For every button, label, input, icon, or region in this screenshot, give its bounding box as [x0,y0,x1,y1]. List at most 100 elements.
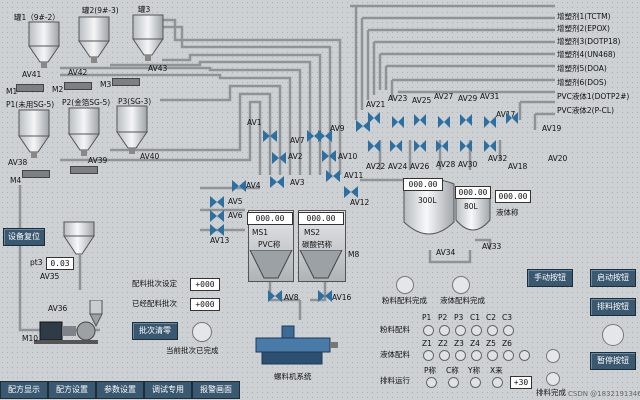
powder-lamp-p1 [423,325,434,336]
silo-p1-label: P1(未用SG-5) [6,100,55,109]
valve-av32-label: AV32 [488,154,508,163]
valve-av13[interactable] [210,224,224,236]
liquid-scale-value: 000.00 [495,190,531,203]
valve-av20-label: AV20 [548,154,568,163]
liquid-valve-row [368,110,548,132]
discharge-running-label: 排料运行 [380,376,410,385]
valve-av3-label: AV3 [290,178,305,187]
caco3-scale-value: 000.00 [298,212,344,225]
plasticizer-2-label: 增塑剂2(EPOX) [557,24,610,33]
ms2-label: MS2 [304,228,321,237]
nav-recipe-settings[interactable]: 配方设置 [48,381,96,399]
valve-av2[interactable] [272,152,286,164]
scale-hoppers [249,250,343,279]
plasticizer-3-label: 增塑剂3(DOTP18) [557,37,621,46]
valve-av7-label: AV7 [290,136,305,145]
batch-clear-button[interactable]: 批次清零 [132,322,178,340]
liquid-col-z4: Z4 [470,339,480,348]
powder-done-indicator [396,276,414,294]
pvc-scale-value: 000.00 [247,212,293,225]
liquid-scale-label: 液体称 [496,208,519,217]
valve-av12-label: AV12 [350,198,370,207]
valve-av40-label: AV40 [140,152,160,161]
nav-debug[interactable]: 调试专用 [144,381,192,399]
screw-conveyor-1 [16,84,44,92]
powder-lamp-p3 [455,325,466,336]
valve-av12[interactable] [344,186,358,198]
motor-m1-label: M1 [6,87,18,96]
plasticizer-7-label: PVC液体1(DOTP2#) [557,92,630,101]
valve-av9[interactable] [318,130,332,142]
discharge-value[interactable]: +30 [510,376,532,389]
motor-m3-label: M3 [100,80,112,89]
powder-col-c3: C3 [502,313,513,322]
manual-button[interactable]: 手动按钮 [527,269,573,287]
plasticizer-6-label: 增塑剂6(DOS) [557,78,607,87]
valve-av4[interactable] [232,180,246,192]
powder-col-c2: C2 [486,313,497,322]
valve-av39-label: AV39 [88,156,108,165]
plasticizer-4-label: 增塑剂4(UN468) [557,50,616,59]
discharge-lamp-p [426,377,437,388]
powder-col-p2: P2 [438,313,448,322]
vacuum-pump-assembly [34,321,98,344]
powder-col-p1: P1 [422,313,432,322]
device-reset-button[interactable]: 设备复位 [3,228,45,246]
valve-av8[interactable] [268,290,282,302]
valve-av10[interactable] [322,150,336,162]
tank-80l-label: 80L [464,202,478,211]
valve-av24-label: AV24 [388,162,408,171]
nav-alarm-screen[interactable]: 报警画面 [192,381,240,399]
silo-p2 [68,107,100,156]
powder-batch-label: 粉料配料 [380,325,410,334]
valve-av16[interactable] [318,290,332,302]
liquid-lamp-z1 [423,350,434,361]
screw-conveyor-2 [64,82,92,90]
nav-parameter-settings[interactable]: 参数设置 [96,381,144,399]
liquid-valve-row-2 [368,136,528,156]
watermark: CSDN @18321913461 [568,390,640,398]
valve-av11[interactable] [326,170,340,182]
discharge-col-p: P称 [424,366,437,375]
valve-av31-label: AV31 [480,92,500,101]
powder-col-c1: C1 [470,313,481,322]
silo-2 [78,16,110,63]
batch-set-value[interactable]: +000 [190,278,220,291]
valve-av6[interactable] [210,210,224,222]
silo-p3 [116,105,148,154]
silo-2-label: 罐2(9#-3) [82,6,119,15]
batch-done-label: 已经配料批次 [132,299,177,308]
discharge-col-x: X来 [490,366,503,375]
nav-recipe-display[interactable]: 配方显示 [0,381,48,399]
pause-button[interactable]: 暂停按钮 [590,352,636,370]
screw-conveyor-4 [22,170,50,178]
valve-av3[interactable] [270,176,284,188]
silo-p1 [18,109,50,158]
liquid-done-indicator [452,276,470,294]
silo-1-label: 罐1（9#-2） [14,13,60,22]
motor-m2-label: M2 [52,85,64,94]
liquid-lamp-z6 [503,350,514,361]
valve-av17-label: AV17 [496,110,516,119]
valve-av35-label: AV35 [40,272,60,281]
caco3-scale-label: 碳酸钙称 [302,240,332,249]
silo-p2-label: P2(金箔SG-5) [62,98,111,107]
ms1-label: MS1 [252,228,269,237]
powder-lamp-p2 [439,325,450,336]
valve-av5[interactable] [210,196,224,208]
liquid-col-z2: Z2 [438,339,448,348]
valve-av1[interactable] [263,130,277,142]
valve-av30-label: AV30 [458,160,478,169]
powder-col-p3: P3 [454,313,464,322]
valve-av2-label: AV2 [288,152,303,161]
motor-m4-label: M4 [10,176,22,185]
start-button[interactable]: 启动按钮 [590,269,636,287]
valve-av26-label: AV26 [410,162,430,171]
discharge-button[interactable]: 排料按钮 [590,298,636,316]
silo-1 [28,21,60,68]
motor-m10-label: M10 [22,334,39,343]
liquid-lamp-z3 [455,350,466,361]
screw-conveyor-5 [70,166,98,174]
filter-cone [89,300,103,328]
silo-p3-label: P3(SG-3) [118,97,152,106]
